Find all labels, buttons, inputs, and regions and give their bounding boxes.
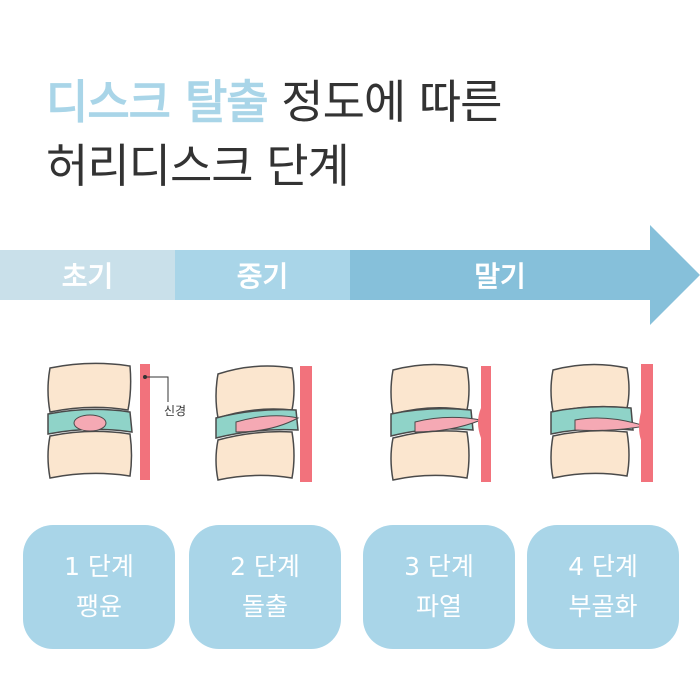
card-name: 돌출: [241, 592, 288, 621]
page-title: 디스크 탈출 정도에 따른 허리디스크 단계: [46, 70, 502, 198]
stage-card-3: 3 단계 파열: [363, 525, 515, 649]
nerve: [478, 366, 491, 482]
stage-band-late: 말기: [350, 250, 650, 300]
stage-card-1: 1 단계 팽윤: [23, 525, 175, 649]
title-line-1: 디스크 탈출 정도에 따른: [46, 70, 502, 134]
card-step: 3 단계: [404, 552, 474, 581]
spine-stage-2: [215, 365, 312, 482]
card-step: 2 단계: [230, 552, 300, 581]
nerve: [140, 364, 150, 480]
title-line-2: 허리디스크 단계: [46, 139, 350, 193]
vertebra-bottom: [550, 429, 630, 479]
stage-card-2: 2 단계 돌출: [189, 525, 341, 649]
arrow-head: [650, 225, 700, 325]
disc-inner: [235, 415, 300, 433]
title-highlight: 디스크 탈출: [46, 75, 269, 129]
vertebra-top: [550, 363, 630, 413]
nerve-pointer: [145, 376, 169, 402]
nerve-label: 신경: [164, 404, 187, 418]
stage-label-early: 초기: [61, 260, 114, 293]
disc-inner: [574, 417, 646, 431]
disc-inner: [73, 414, 107, 432]
vertebra-bottom: [390, 430, 470, 481]
stage-band-early: 초기: [0, 250, 175, 300]
vertebra-bottom: [47, 430, 133, 479]
spine-stage-1: [47, 362, 169, 480]
title-rest: 정도에 따른: [267, 75, 502, 129]
card-step: 4 단계: [568, 552, 638, 581]
stage-label-middle: 중기: [236, 260, 289, 293]
card-name: 팽윤: [75, 592, 122, 621]
stage-label-late: 말기: [474, 260, 526, 293]
stage-band-middle: 중기: [175, 250, 350, 300]
card-step: 1 단계: [64, 552, 134, 581]
vertebra-top: [47, 362, 132, 413]
spine-stage-4: [550, 363, 653, 482]
nerve: [300, 366, 312, 482]
spine-stage-3: [390, 363, 491, 482]
vertebra-top: [390, 363, 470, 415]
stage-card-4: 4 단계 부골화: [527, 525, 679, 649]
vertebra-bottom: [215, 430, 295, 481]
card-name: 부골화: [568, 592, 638, 621]
card-name: 파열: [415, 592, 462, 621]
nerve: [639, 364, 653, 482]
